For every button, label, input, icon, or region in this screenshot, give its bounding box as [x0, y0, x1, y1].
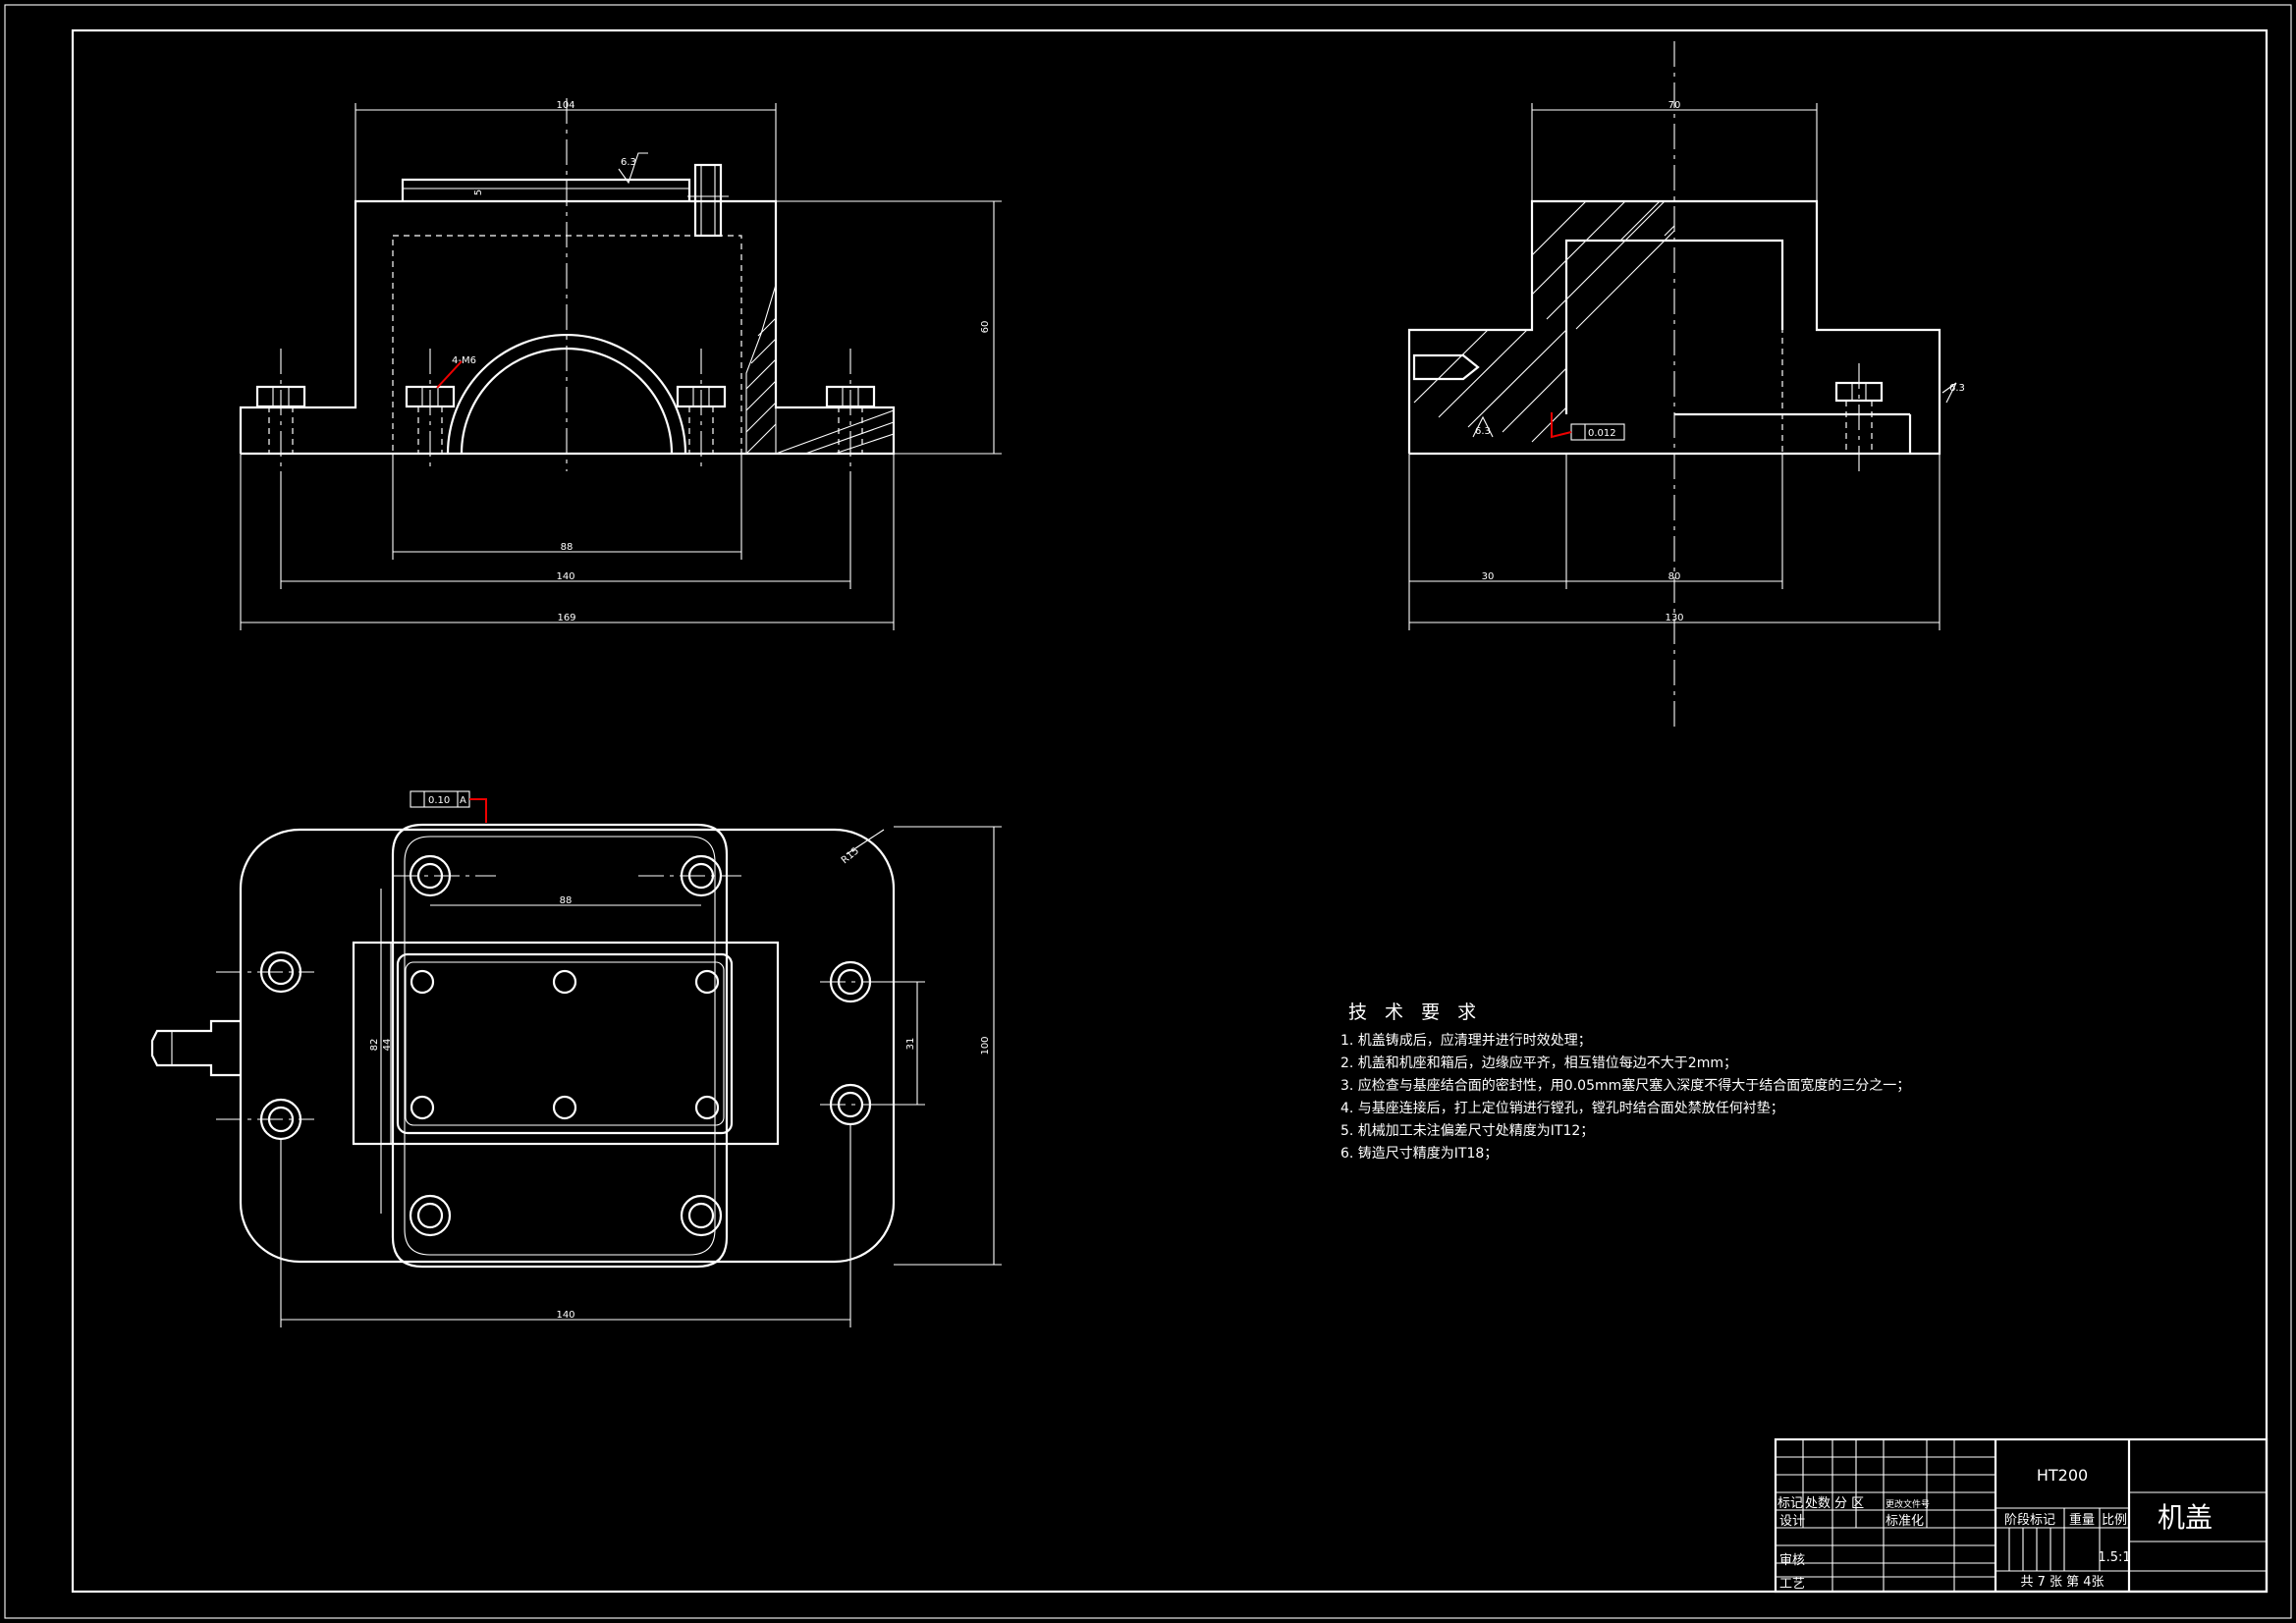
process-label: 工艺	[1779, 1577, 1805, 1592]
revision-grid	[1776, 1439, 1995, 1592]
dim-front-bore: 88	[561, 542, 574, 553]
dim-front-top: 104	[556, 100, 574, 111]
weight-label: 重量	[2069, 1512, 2095, 1528]
dim-front-overall: 169	[557, 613, 575, 623]
rough-front: 6.3	[621, 157, 636, 168]
front-bolts	[255, 385, 876, 454]
dim-side-mid: 80	[1668, 571, 1681, 582]
oil-plug	[687, 163, 729, 238]
title-block: HT200 机盖 共 7 张 第 4张 1.5:1 标记 处数 分 区 更改文件…	[1774, 1437, 2269, 1594]
dim-plan-bottom: 140	[556, 1310, 574, 1321]
tech-req-2: 2. 机盖和机座和箱后，边缘应平齐，相互错位每边不大于2mm；	[1340, 1055, 1737, 1071]
col-zone: 分 区	[1834, 1496, 1864, 1511]
dim-side-top: 70	[1668, 100, 1681, 111]
dim-plan-top: 88	[560, 895, 573, 906]
stage-label: 阶段标记	[2004, 1513, 2055, 1528]
dim-plan-left1: 82	[369, 1039, 380, 1052]
part-name: 机盖	[2158, 1501, 2213, 1534]
col-count: 处数	[1805, 1496, 1831, 1511]
front-view: 104 60 88 140 169 5 6.3 4-M6	[239, 98, 1002, 630]
tech-req-3: 3. 应检查与基座结合面的密封性，用0.05mm塞尺塞入深度不得大于结合面宽度的…	[1340, 1077, 1910, 1094]
thread-callout: 4-M6	[452, 355, 476, 366]
dim-front-height: 60	[980, 321, 991, 334]
dim-front-small: 5	[473, 189, 484, 195]
flatness-value: 0.012	[1588, 428, 1616, 439]
material: HT200	[2037, 1466, 2088, 1485]
dim-side-left: 30	[1482, 571, 1495, 582]
tech-req-5: 5. 机械加工未注偏差尺寸处精度为IT12；	[1340, 1123, 1594, 1139]
ratio-label: 比例	[2102, 1513, 2127, 1528]
rough-side-right: 6.3	[1949, 383, 1965, 394]
col-mark: 标记	[1777, 1496, 1803, 1511]
review-label: 审核	[1779, 1553, 1805, 1568]
tech-req-6: 6. 铸造尺寸精度为IT18；	[1340, 1146, 1498, 1162]
perp-value: 0.10	[428, 795, 450, 806]
dim-plan-left2: 44	[382, 1039, 393, 1052]
dim-plan-height: 100	[980, 1036, 991, 1055]
plan-view: 88 100 31 82 44 140 R15 0.10 A	[150, 790, 1002, 1327]
dim-plan-side: 31	[905, 1038, 916, 1051]
tech-requirements: 技 术 要 求 1. 机盖铸成后，应清理并进行时效处理； 2. 机盖和机座和箱后…	[1340, 1001, 1910, 1162]
standard-label: 标准化	[1886, 1514, 1924, 1529]
col-docno: 更改文件号	[1886, 1498, 1930, 1510]
front-hatch	[745, 317, 895, 455]
rough-side-left: 6.3	[1475, 426, 1491, 437]
sheet-border	[4, 4, 2292, 1619]
scale-value: 1.5:1	[2098, 1550, 2130, 1565]
dim-plan-radius: R15	[840, 845, 861, 866]
side-hatch	[1413, 200, 1675, 443]
dim-side-overall: 130	[1665, 613, 1683, 623]
side-view: 70 30 80 130 6.3 6.3 0.012	[1407, 41, 1965, 727]
tech-req-1: 1. 机盖铸成后，应清理并进行时效处理；	[1340, 1032, 1592, 1049]
tech-req-4: 4. 与基座连接后，打上定位销进行镗孔，镗孔时结合面处禁放任何衬垫；	[1340, 1100, 1784, 1116]
tech-req-title: 技 术 要 求	[1348, 1001, 1482, 1023]
design-label: 设计	[1779, 1514, 1805, 1529]
perp-ref: A	[460, 795, 466, 806]
dim-front-holes: 140	[556, 571, 574, 582]
sheet-info: 共 7 张 第 4张	[2020, 1575, 2104, 1590]
